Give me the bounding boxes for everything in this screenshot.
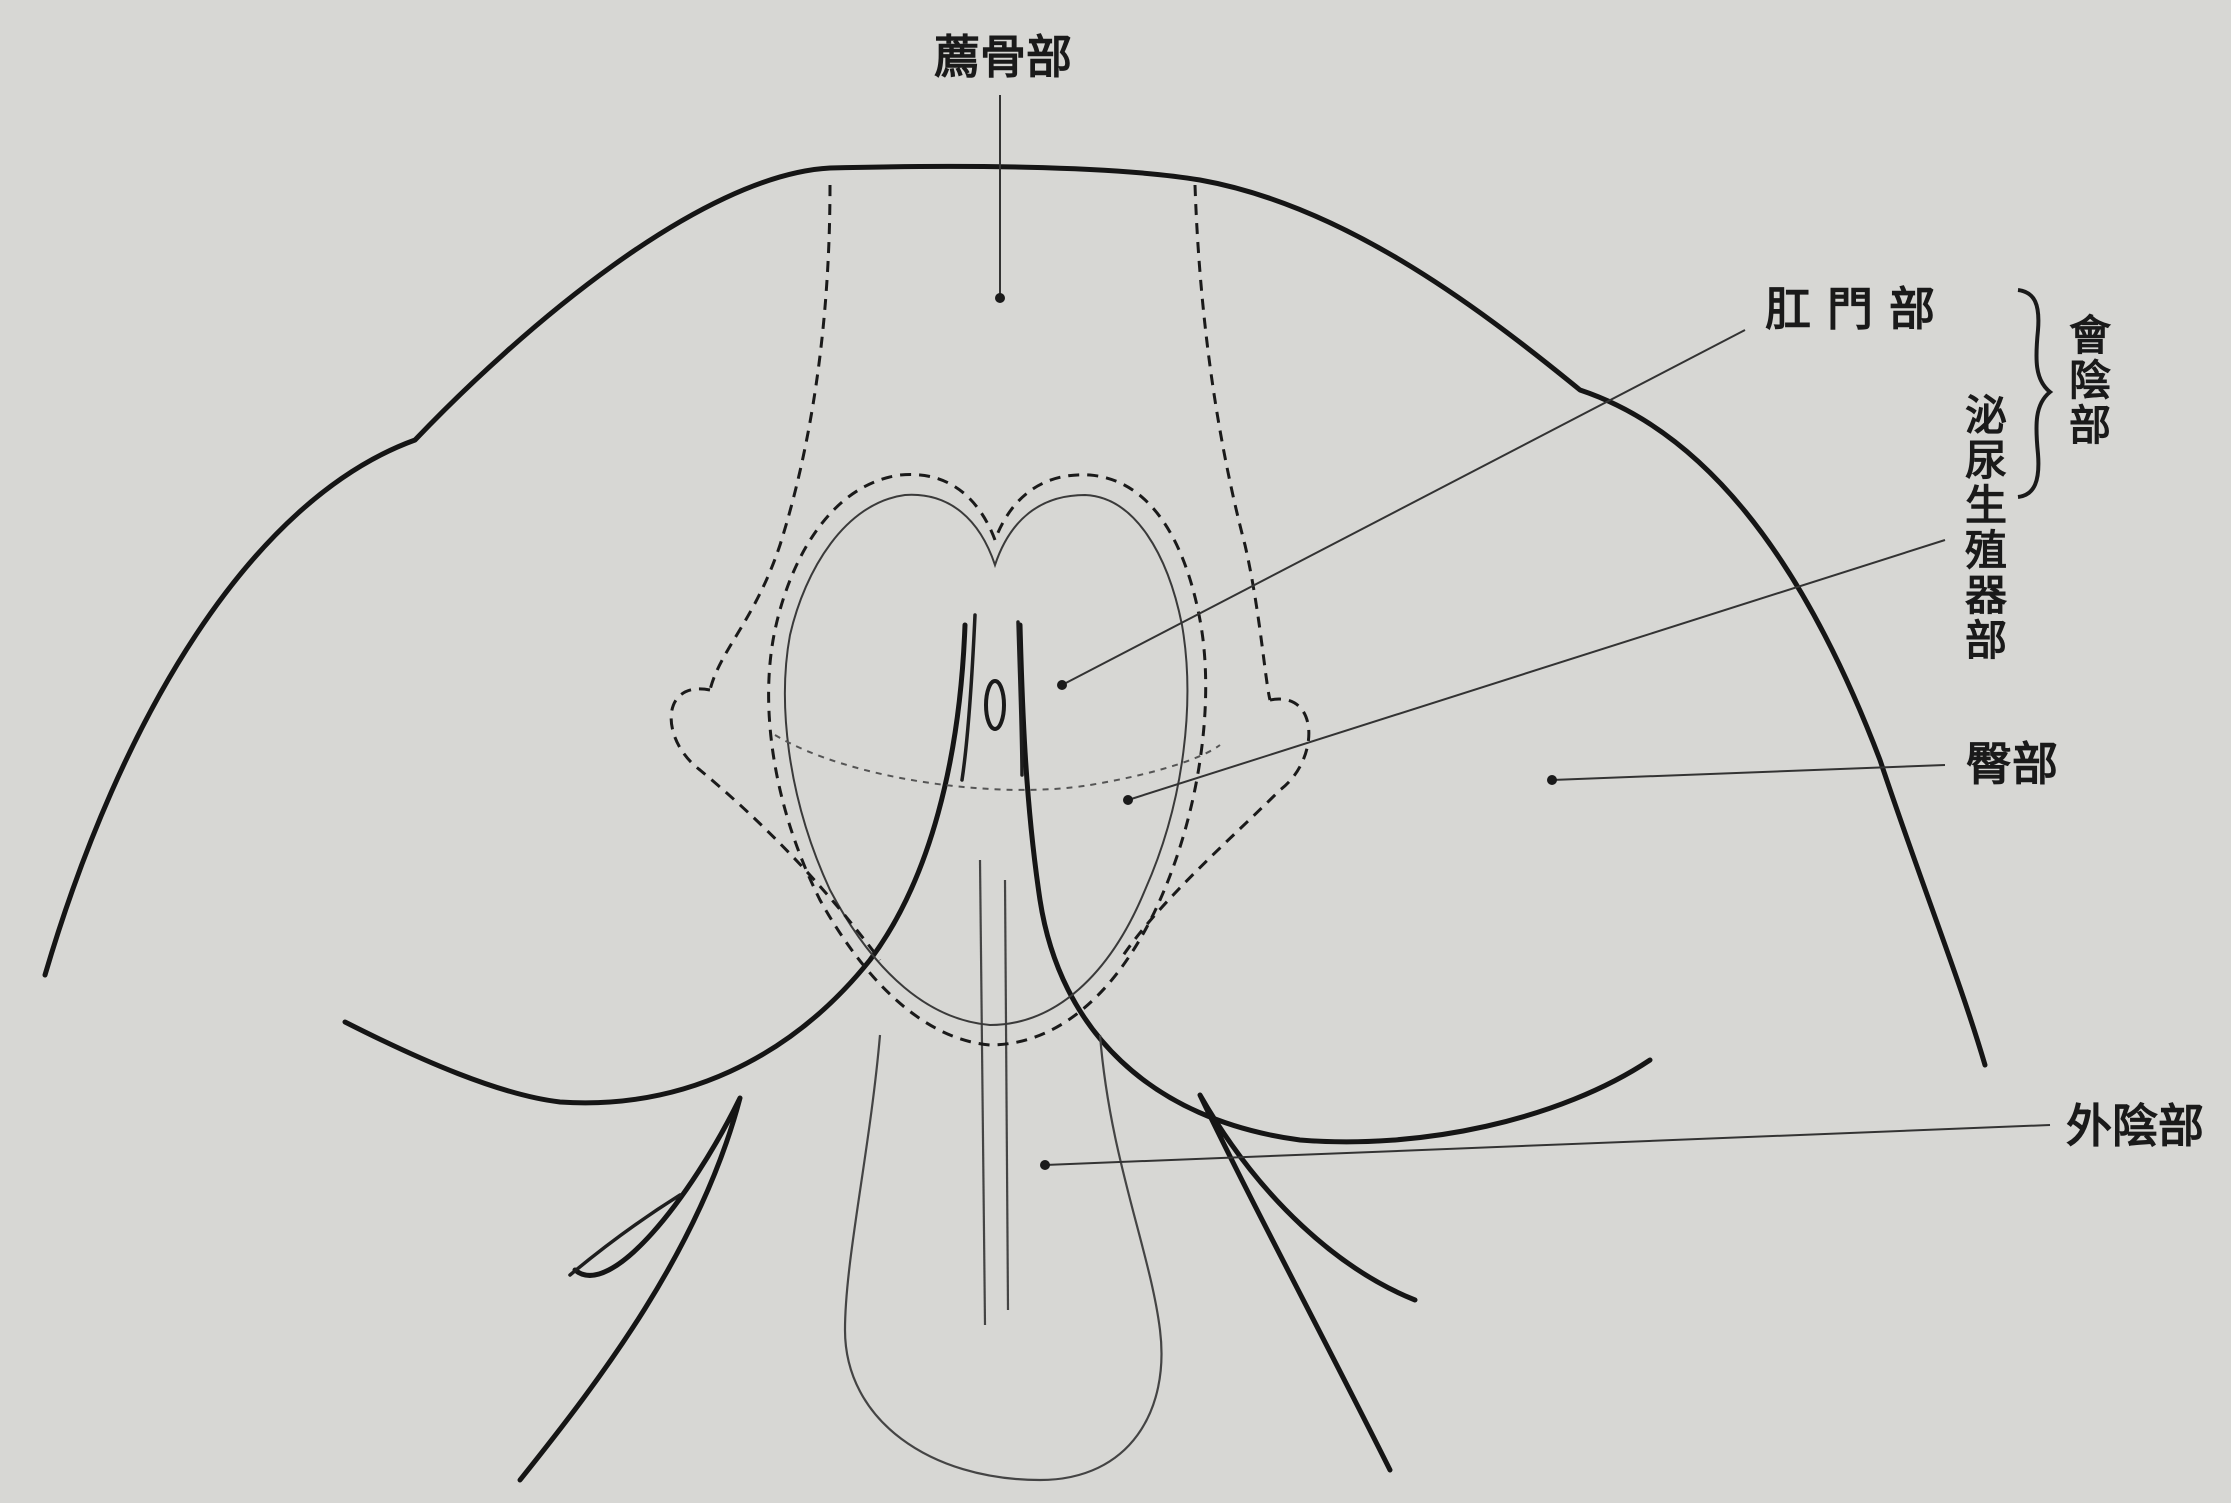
sacral-region-right: [1195, 185, 1270, 700]
dot-anal: [1057, 680, 1067, 690]
vertical-char: 會: [2069, 311, 2112, 360]
label-gluteal: 臀部: [1966, 737, 2058, 791]
leader-external-genital: [1045, 1125, 2050, 1165]
body-outline: [45, 166, 1985, 1065]
dot-urogenital: [1123, 795, 1133, 805]
label-urogenital: 泌尿生殖器部: [1965, 391, 2008, 665]
external-genital-outline: [845, 1035, 1162, 1480]
region-divider-dotted: [775, 735, 1220, 790]
dot-sacral: [995, 293, 1005, 303]
perineal-outer-dashed: [769, 474, 1206, 1045]
vertical-char: 器: [1965, 571, 2008, 620]
dot-external-genital: [1040, 1160, 1050, 1170]
label-perineal: 會陰部: [2069, 311, 2112, 450]
vertical-char: 部: [1965, 616, 2007, 665]
raphe-line-2: [1005, 880, 1008, 1310]
left-thigh-line: [570, 1195, 680, 1275]
sacral-region-left: [710, 185, 830, 690]
left-anal-lobe: [671, 689, 880, 960]
right-anal-lobe: [1120, 699, 1309, 960]
dot-gluteal: [1547, 775, 1557, 785]
leader-anal: [1062, 330, 1745, 685]
perineal-inner-line: [785, 495, 1187, 1025]
vertical-char: 陰: [2069, 356, 2111, 405]
right-gluteal-fold: [1020, 625, 1650, 1142]
left-fold-inner: [520, 1098, 740, 1480]
label-sacral: 薦骨部: [934, 30, 1072, 84]
leader-urogenital: [1128, 540, 1945, 800]
perineal-brace: [2018, 290, 2050, 497]
vertical-char: 部: [2069, 401, 2111, 450]
left-gluteal-fold: [345, 625, 965, 1103]
anus: [986, 681, 1004, 729]
vertical-char: 生: [1965, 481, 2007, 530]
vertical-char: 殖: [1965, 526, 2007, 575]
vertical-char: 尿: [1965, 436, 2007, 485]
raphe-line-1: [980, 860, 985, 1325]
label-anal: 肛 門 部: [1765, 282, 1935, 336]
vertical-char: 泌: [1965, 391, 2007, 440]
label-external-genital: 外陰部: [2066, 1099, 2204, 1153]
